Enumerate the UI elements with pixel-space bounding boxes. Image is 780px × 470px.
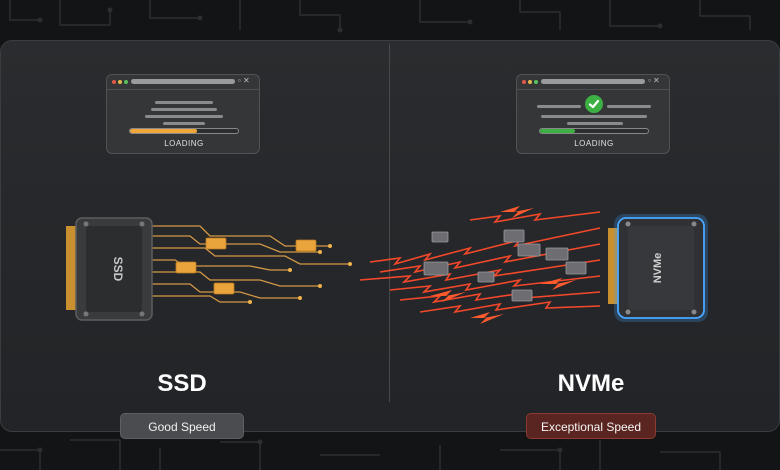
- window-dot-yellow: [118, 80, 122, 84]
- content-line: [607, 105, 651, 108]
- browser-title-bar: ▫ ✕: [517, 75, 669, 90]
- content-line: [567, 122, 623, 125]
- nvme-spark-bolts: [430, 206, 576, 324]
- center-divider: [389, 44, 390, 402]
- window-dot-green: [534, 80, 538, 84]
- content-line: [541, 115, 647, 118]
- nvme-browser-window: ▫ ✕ LOADING: [516, 74, 670, 154]
- nvme-speed-badge: Exceptional Speed: [526, 413, 656, 439]
- nvme-drive: NVMe: [608, 214, 708, 322]
- ssd-drive: SSD: [66, 217, 153, 321]
- ssd-progress-bar: [129, 128, 239, 134]
- content-line: [151, 108, 217, 111]
- window-dot-red: [112, 80, 116, 84]
- content-line: [155, 101, 213, 104]
- content-line: [537, 105, 581, 108]
- browser-title-bar: ▫ ✕: [107, 75, 259, 90]
- window-controls: ▫ ✕: [648, 76, 660, 85]
- checkmark-icon: [585, 95, 603, 113]
- ssd-loading-label: LOADING: [164, 139, 204, 148]
- address-bar: [131, 79, 235, 84]
- nvme-lightning-streaks: [359, 211, 601, 314]
- ssd-progress-fill: [130, 129, 197, 133]
- ssd-data-packets: [175, 237, 317, 295]
- nvme-loading-label: LOADING: [574, 139, 614, 148]
- nvme-progress-fill: [540, 129, 575, 133]
- ssd-speed-badge: Good Speed: [120, 413, 244, 439]
- window-controls: ▫ ✕: [238, 76, 250, 85]
- ssd-browser-window: ▫ ✕ LOADING: [106, 74, 260, 154]
- window-dot-green: [124, 80, 128, 84]
- ssd-trace-endpoints: [248, 244, 352, 304]
- nvme-title: NVMe: [557, 370, 625, 397]
- nvme-drive-label: NVMe: [652, 253, 664, 284]
- ssd-drive-label: SSD: [111, 257, 125, 282]
- ssd-title: SSD: [157, 370, 207, 397]
- content-line: [163, 122, 205, 125]
- window-dot-yellow: [528, 80, 532, 84]
- nvme-progress-bar: [539, 128, 649, 134]
- ssd-data-traces: [150, 225, 350, 303]
- window-dot-red: [522, 80, 526, 84]
- content-line: [145, 115, 223, 118]
- nvme-data-packets: [423, 229, 587, 302]
- address-bar: [541, 79, 645, 84]
